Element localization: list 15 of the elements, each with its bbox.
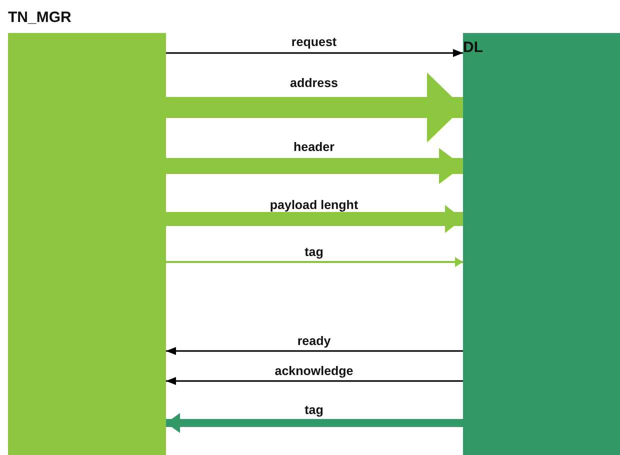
edge-label: tag bbox=[302, 245, 326, 259]
block-title: DL bbox=[463, 39, 483, 56]
edge-label: payload lenght bbox=[268, 198, 360, 212]
edge-label: acknowledge bbox=[272, 364, 356, 378]
arrow bbox=[165, 49, 463, 57]
edge-label: address bbox=[288, 76, 340, 90]
arrow bbox=[166, 347, 464, 355]
edge-label: ready bbox=[295, 334, 333, 348]
edge-label: request bbox=[289, 35, 339, 49]
arrow bbox=[166, 377, 464, 385]
edge-label: header bbox=[292, 140, 336, 154]
arrow bbox=[165, 257, 463, 267]
block-panel bbox=[463, 33, 620, 455]
edge-label: tag bbox=[302, 403, 326, 417]
block-title: TN_MGR bbox=[8, 9, 72, 26]
